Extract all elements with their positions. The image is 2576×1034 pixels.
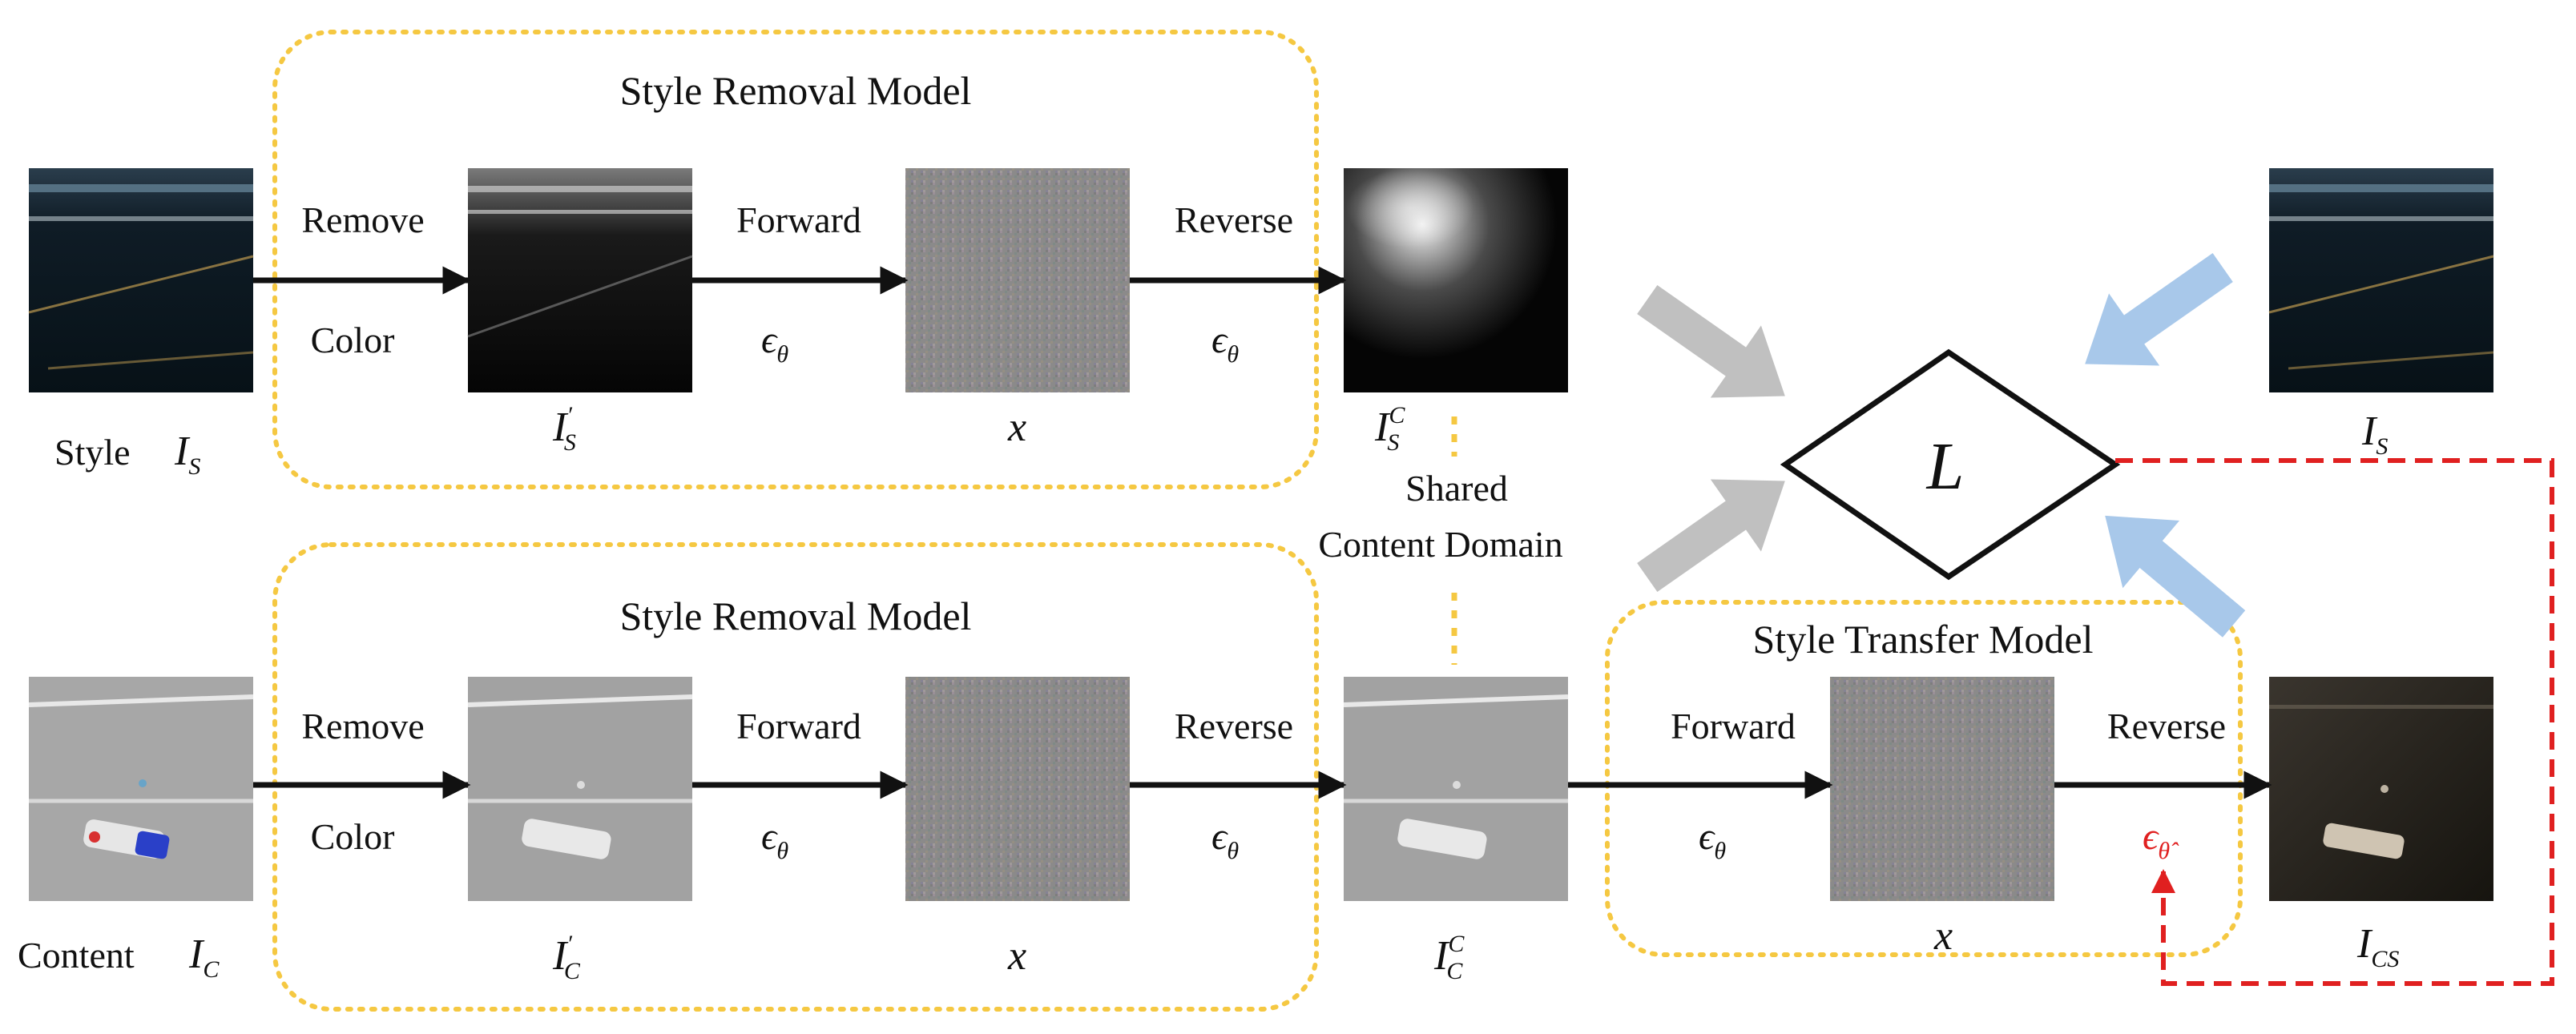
content-content-image <box>1343 677 1569 901</box>
style-grayscale-image <box>467 168 693 392</box>
bottom-forward-label: Forward <box>736 706 861 746</box>
bottom-color-label: Color <box>311 816 395 857</box>
shared-label-line2: Content Domain <box>1318 524 1562 565</box>
top-model-title: Style Removal Model <box>620 68 972 113</box>
transfer-noise-image <box>1830 677 2054 901</box>
bottom-reverse-label: Reverse <box>1175 706 1293 746</box>
bottom-style-removal-box <box>272 542 1319 1012</box>
transfer-reverse-label: Reverse <box>2107 706 2226 746</box>
bottom-noise-image <box>905 677 1130 901</box>
stylized-output-symbol: ICS <box>2356 921 2399 972</box>
target-style-symbol: IS <box>2361 408 2388 460</box>
top-reverse-label: Reverse <box>1175 199 1293 240</box>
gray-arrow-bottom <box>1637 479 1785 592</box>
content-image <box>28 677 254 901</box>
transfer-forward-label: Forward <box>1671 706 1796 746</box>
bottom-noise-symbol: x <box>1007 933 1026 979</box>
bottom-forward-epsilon: ϵθ <box>761 815 788 864</box>
style-label: Style <box>54 432 131 473</box>
style-image <box>28 168 254 392</box>
shared-label-line1: Shared <box>1405 468 1508 509</box>
transfer-model-title: Style Transfer Model <box>1753 617 2094 662</box>
style-symbol: IS <box>174 428 200 480</box>
red-feedback-path <box>2115 458 2554 986</box>
target-style-image <box>2268 168 2494 392</box>
top-reverse-epsilon: ϵθ <box>1211 319 1239 368</box>
top-style-removal-box <box>272 30 1319 489</box>
content-symbol: IC <box>188 931 220 983</box>
transfer-reverse-epsilon: ϵθ̂ <box>2143 815 2179 864</box>
blue-arrow-top <box>2085 253 2233 366</box>
transfer-noise-symbol: x <box>1933 913 1953 959</box>
loss-symbol: L <box>1926 429 1965 504</box>
top-color-label: Color <box>311 320 395 360</box>
content-label: Content <box>18 935 135 976</box>
bottom-model-title: Style Removal Model <box>620 593 972 638</box>
bottom-reverse-epsilon: ϵθ <box>1211 815 1239 864</box>
style-grayscale-symbol: I′S <box>552 402 576 456</box>
gray-arrow-top <box>1637 285 1785 398</box>
top-remove-label: Remove <box>301 199 424 240</box>
top-forward-label: Forward <box>736 199 861 240</box>
transfer-forward-epsilon: ϵθ <box>1699 815 1726 864</box>
top-noise-symbol: x <box>1007 404 1026 450</box>
bottom-remove-label: Remove <box>301 706 424 746</box>
top-noise-image <box>905 168 1130 392</box>
top-forward-epsilon: ϵθ <box>761 319 788 368</box>
content-grayscale-image <box>467 677 693 901</box>
loss-diamond <box>1780 348 2121 581</box>
content-grayscale-symbol: I′C <box>552 931 581 984</box>
blue-arrow-bottom <box>2105 515 2246 638</box>
stylized-output-image <box>2269 677 2493 901</box>
style-content-image <box>1344 168 1568 392</box>
